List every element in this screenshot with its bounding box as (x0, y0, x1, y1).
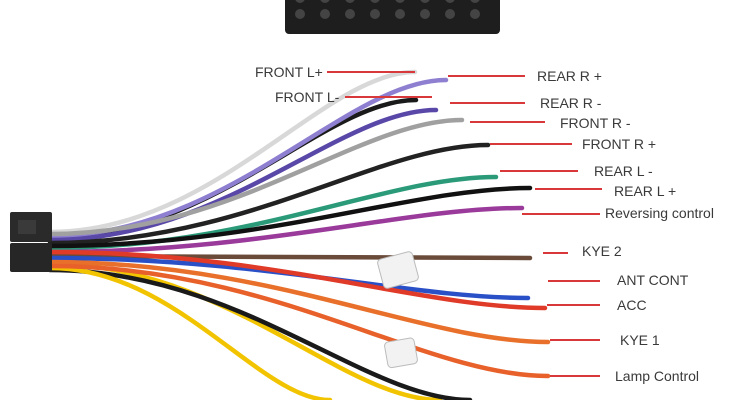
connector-pin (445, 9, 455, 19)
connector-pin (370, 9, 380, 19)
label-rear-r: REAR R - (540, 95, 602, 111)
label-front-r: FRONT R + (582, 136, 657, 152)
wire-lamp-control (47, 263, 551, 379)
label-kye-1: KYE 1 (620, 332, 660, 348)
label-lamp-control: Lamp Control (615, 368, 700, 384)
label-ant-cont: ANT CONT (617, 272, 689, 288)
wire-reversing-control (47, 205, 525, 255)
connector-pin (345, 9, 355, 19)
label-front-l: FRONT L- (275, 89, 340, 105)
wire-rear-l (47, 185, 533, 249)
wire-rear-r (47, 107, 439, 243)
wire-front-r (47, 142, 491, 246)
connector-pin (295, 0, 305, 3)
label-rear-l: REAR L - (594, 163, 653, 179)
connector-pin (320, 0, 330, 3)
wire-kye-1 (47, 259, 551, 345)
label-kye-2: KYE 2 (582, 243, 622, 259)
wire-tag-upper (377, 251, 419, 289)
connector-pin (320, 9, 330, 19)
label-acc: ACC (617, 297, 647, 313)
connector-pin (395, 0, 405, 3)
connector-pin (370, 0, 380, 3)
wire-black-ground (47, 267, 473, 400)
wire-yellow-2 (47, 265, 333, 400)
connector-pin (420, 9, 430, 19)
label-reversing-control: Reversing control (605, 205, 714, 221)
left-connector (10, 212, 52, 272)
wire-tag-lower (384, 337, 418, 369)
wire-front-l (47, 69, 418, 235)
connector-pin (445, 0, 455, 3)
label-front-l: FRONT L+ (255, 64, 323, 80)
label-front-r: FRONT R - (560, 115, 631, 131)
top-connector (285, 0, 500, 34)
wire-acc (47, 249, 548, 311)
label-rear-l: REAR L + (614, 183, 677, 199)
connector-pin (470, 0, 480, 3)
connector-pin (470, 9, 480, 19)
connector-pin (295, 9, 305, 19)
label-rear-r: REAR R + (537, 68, 602, 84)
connector-pin (345, 0, 355, 3)
connector-pin (420, 0, 430, 3)
wire-front-r (47, 117, 465, 237)
connector-pin (395, 9, 405, 19)
